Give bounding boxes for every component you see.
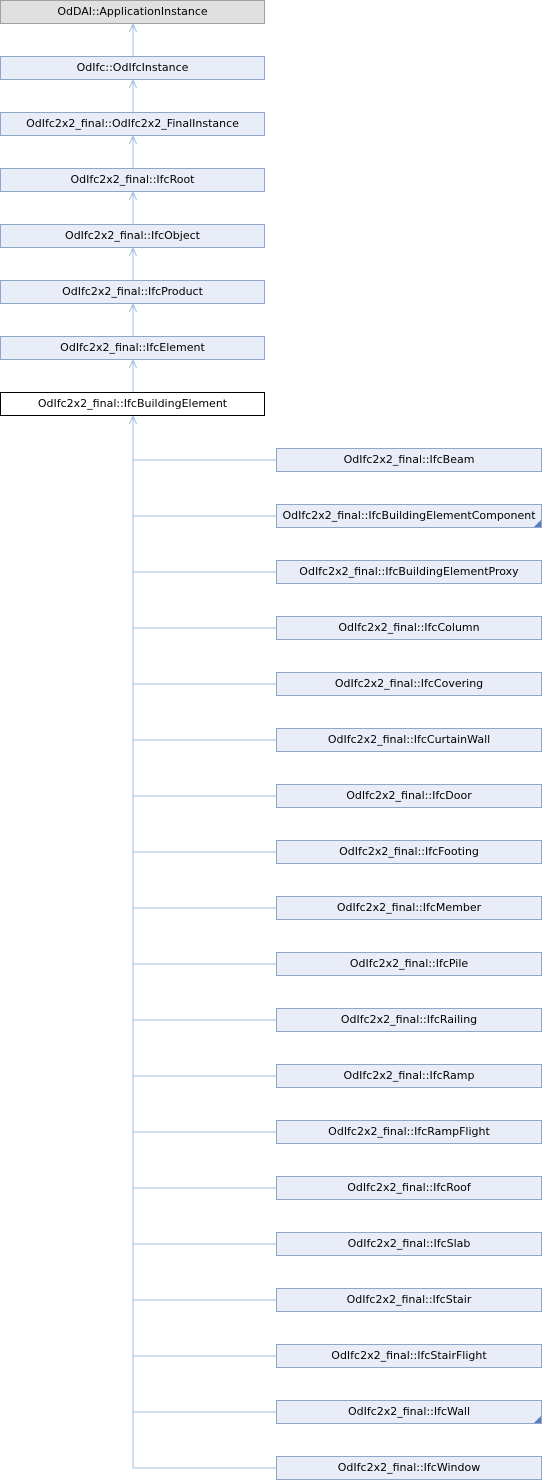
inheritance-arrow-icon [129,358,137,369]
class-node-ifc-column[interactable]: OdIfc2x2_final::IfcColumn [276,616,542,640]
class-label: OdIfc2x2_final::IfcFooting [339,845,479,858]
class-node-ifc-building-element-component[interactable]: OdIfc2x2_final::IfcBuildingElementCompon… [276,504,542,528]
class-node-ifc-roof[interactable]: OdIfc2x2_final::IfcRoof [276,1176,542,1200]
class-label: OdIfc2x2_final::IfcRailing [340,1013,478,1026]
inheritance-arrow-icon [129,190,137,201]
class-label: OdIfc::OdIfcInstance [76,61,189,74]
class-node-ifc-window[interactable]: OdIfc2x2_final::IfcWindow [276,1456,542,1480]
class-node-ifc-railing[interactable]: OdIfc2x2_final::IfcRailing [276,1008,542,1032]
class-node-ifc-door[interactable]: OdIfc2x2_final::IfcDoor [276,784,542,808]
class-label: OdIfc2x2_final::IfcBeam [343,453,475,466]
class-node-ifc-curtain-wall[interactable]: OdIfc2x2_final::IfcCurtainWall [276,728,542,752]
class-label: OdIfc2x2_final::IfcWall [347,1405,471,1418]
class-node-ifc-building-element-proxy[interactable]: OdIfc2x2_final::IfcBuildingElementProxy [276,560,542,584]
class-node-ifc-stair[interactable]: OdIfc2x2_final::IfcStair [276,1288,542,1312]
class-node-ifc-product[interactable]: OdIfc2x2_final::IfcProduct [0,280,265,304]
class-node-ifc-ramp-flight[interactable]: OdIfc2x2_final::IfcRampFlight [276,1120,542,1144]
class-label: OdIfc2x2_final::IfcRampFlight [328,1125,490,1138]
class-label: OdIfc2x2_final::IfcWindow [337,1461,481,1474]
class-label: OdIfc2x2_final::IfcStairFlight [331,1349,487,1362]
inheritance-arrow-icon [129,78,137,89]
more-derived-marker-icon [534,520,541,527]
class-node-ifc-covering[interactable]: OdIfc2x2_final::IfcCovering [276,672,542,696]
class-label: OdIfc2x2_final::IfcPile [349,957,469,970]
class-label: OdIfc2x2_final::OdIfc2x2_FinalInstance [26,117,239,130]
class-node-ifc-pile[interactable]: OdIfc2x2_final::IfcPile [276,952,542,976]
class-label: OdIfc2x2_final::IfcBuildingElementCompon… [282,509,536,522]
class-node-ifc-element[interactable]: OdIfc2x2_final::IfcElement [0,336,265,360]
class-node-od-ifc2x2-final-instance[interactable]: OdIfc2x2_final::OdIfc2x2_FinalInstance [0,112,265,136]
class-node-ifc-slab[interactable]: OdIfc2x2_final::IfcSlab [276,1232,542,1256]
class-label: OdIfc2x2_final::IfcBuildingElementProxy [299,565,519,578]
class-node-ifc-beam[interactable]: OdIfc2x2_final::IfcBeam [276,448,542,472]
class-label: OdIfc2x2_final::IfcMember [336,901,482,914]
class-node-od-ifc-instance[interactable]: OdIfc::OdIfcInstance [0,56,265,80]
class-label: OdIfc2x2_final::IfcObject [65,229,200,242]
class-node-ifc-member[interactable]: OdIfc2x2_final::IfcMember [276,896,542,920]
class-node-ifc-wall[interactable]: OdIfc2x2_final::IfcWall [276,1400,542,1424]
class-label: OdIfc2x2_final::IfcDoor [346,789,472,802]
class-node-ifc-ramp[interactable]: OdIfc2x2_final::IfcRamp [276,1064,542,1088]
inheritance-arrow-icon [129,22,137,33]
class-label: OdIfc2x2_final::IfcElement [60,341,205,354]
inheritance-arrow-icon [129,414,137,425]
class-label: OdIfc2x2_final::IfcStair [346,1293,472,1306]
inheritance-arrow-icon [129,302,137,313]
class-node-ifc-stair-flight[interactable]: OdIfc2x2_final::IfcStairFlight [276,1344,542,1368]
class-node-ifc-footing[interactable]: OdIfc2x2_final::IfcFooting [276,840,542,864]
class-label: OdIfc2x2_final::IfcRamp [343,1069,475,1082]
class-node-ifc-root[interactable]: OdIfc2x2_final::IfcRoot [0,168,265,192]
class-label: OdIfc2x2_final::IfcRoot [70,173,195,186]
class-node-application-instance[interactable]: OdDAI::ApplicationInstance [0,0,265,24]
inheritance-arrow-icon [129,246,137,257]
class-label: OdIfc2x2_final::IfcColumn [338,621,480,634]
class-node-ifc-building-element: OdIfc2x2_final::IfcBuildingElement [0,392,265,416]
class-label: OdIfc2x2_final::IfcCovering [334,677,484,690]
class-node-ifc-object[interactable]: OdIfc2x2_final::IfcObject [0,224,265,248]
class-label: OdIfc2x2_final::IfcRoof [347,1181,471,1194]
class-label: OdIfc2x2_final::IfcBuildingElement [37,397,228,410]
class-label: OdDAI::ApplicationInstance [57,5,208,18]
inheritance-arrow-icon [129,134,137,145]
class-label: OdIfc2x2_final::IfcCurtainWall [327,733,491,746]
class-label: OdIfc2x2_final::IfcProduct [62,285,203,298]
class-label: OdIfc2x2_final::IfcSlab [347,1237,471,1250]
more-derived-marker-icon [534,1416,541,1423]
